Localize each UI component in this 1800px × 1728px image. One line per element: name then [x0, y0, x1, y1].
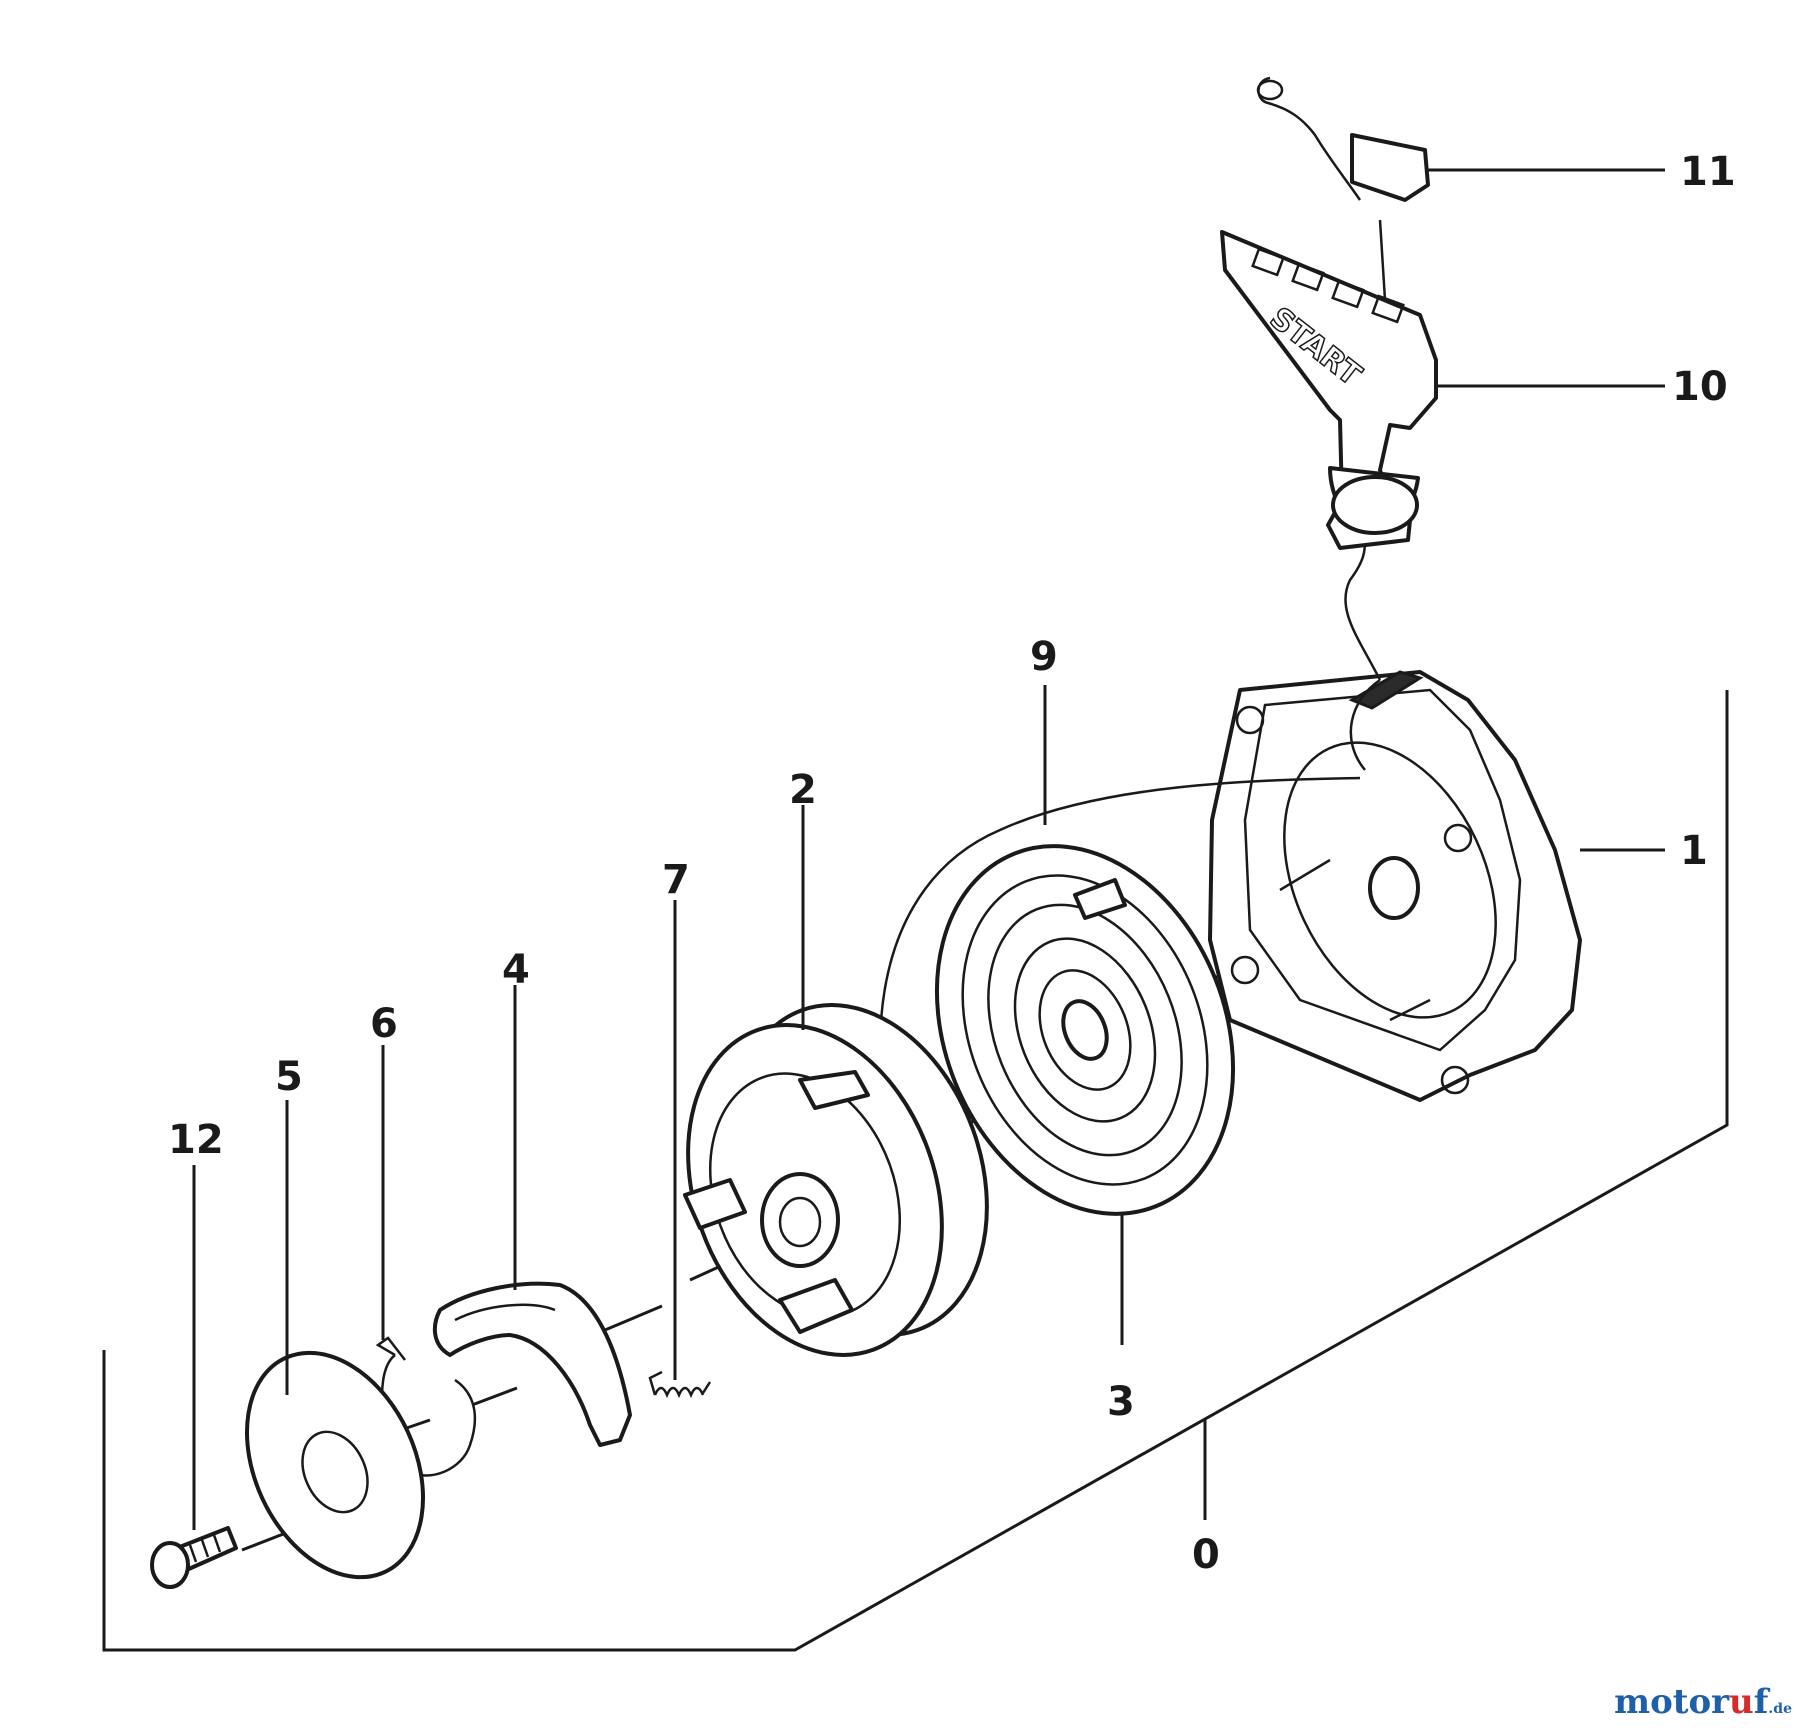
rope-clip: [1256, 76, 1430, 202]
callout-4: 4: [502, 947, 530, 993]
assembly-bracket: [102, 690, 1729, 1652]
callout-7: 7: [662, 857, 690, 903]
callout-1: 1: [1680, 828, 1708, 874]
watermark-brand: motor: [1614, 1682, 1730, 1722]
screw: [150, 1526, 238, 1589]
callout-numbers: 0 1 2 3 4 5 6 7 9 10 11 12: [168, 149, 1736, 1578]
callout-6: 6: [370, 1001, 398, 1047]
callout-11: 11: [1680, 149, 1736, 195]
washer: [245, 1350, 425, 1580]
callout-9: 9: [1030, 634, 1058, 680]
watermark-brand-end: f: [1753, 1682, 1769, 1722]
start-handle: START: [1220, 219, 1438, 550]
motoruf-watermark: motoruf.de: [1614, 1682, 1792, 1722]
leader-lines: [192, 168, 1665, 1530]
recoil-spring: [934, 844, 1236, 1216]
callout-0: 0: [1192, 1532, 1220, 1578]
callout-10: 10: [1672, 364, 1728, 410]
watermark-tld: .de: [1768, 1701, 1792, 1717]
callout-5: 5: [275, 1054, 303, 1100]
starter-housing: [1208, 670, 1582, 1102]
watermark-brand-u: u: [1729, 1682, 1754, 1722]
pawl: [432, 1281, 632, 1447]
pawl-spring: [648, 1370, 712, 1399]
callout-3: 3: [1107, 1379, 1135, 1425]
callout-12: 12: [168, 1117, 224, 1163]
rope-pulley: [683, 1003, 989, 1357]
callout-2: 2: [789, 767, 817, 813]
